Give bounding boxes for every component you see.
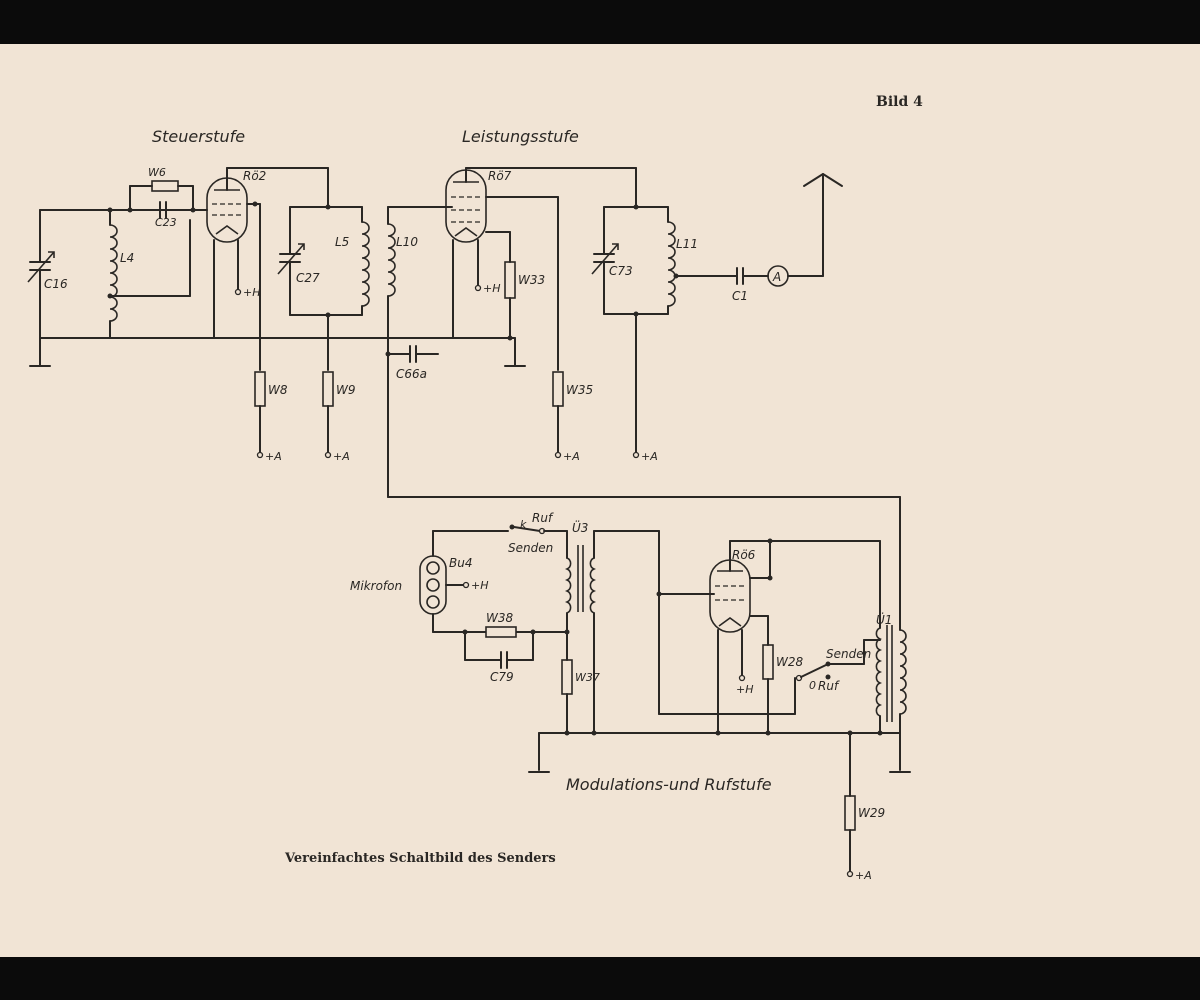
figure-label: Bild 4 [876,94,923,110]
figure-caption: Vereinfachtes Schaltbild des Senders [284,851,556,866]
label-w35: W35 [566,383,593,397]
terminal-heater-ro7: +H [483,282,501,295]
label-w29: W29 [858,806,885,820]
tank-l11-c73: C73 L11 +A [591,204,698,463]
antenna-output: C1 A [673,173,843,303]
label-c1: C1 [732,289,748,303]
label-l4: L4 [120,251,134,265]
page-sheet: Bild 4 Steuerstufe Leistungsstufe Modula… [0,44,1200,957]
label-w28: W28 [776,655,804,669]
label-w6: W6 [148,166,166,179]
resistor-w35: +A W35 [552,371,593,463]
label-ro2: Rö2 [243,169,266,183]
switch-k-mark: k [520,518,527,531]
transformer-u3: Ü3 [565,519,660,734]
label-c79: C79 [490,670,514,684]
label-l11: L11 [676,237,698,251]
terminal-anode-w9: +A [333,450,350,463]
switch-ruf-senden-top: k Ruf Senden [508,511,568,555]
ground-bus-top [29,337,526,367]
label-w9: W9 [336,383,356,397]
resistor-w8: +A W8 [254,371,288,463]
label-c73: C73 [609,264,633,278]
label-w8: W8 [268,383,288,397]
capacitor-c79: C79 [490,651,514,684]
switch-ruf-right-label: Ruf [818,679,840,693]
label-ammeter: A [772,270,781,284]
switch-ruf-label: Ruf [532,511,554,525]
label-w38: W38 [486,611,514,625]
ground-bus-bottom [528,730,901,773]
capacitor-c16: C16 [27,209,111,339]
terminal-heater-mic: +H [471,579,489,592]
label-l10: L10 [396,235,418,249]
label-c66a: C66a [396,367,427,381]
resistor-w33: W33 [504,261,545,341]
label-c16: C16 [44,277,68,291]
tube-ro6: +H Rö6 [656,530,881,734]
resistor-w9: +A W9 [322,371,356,463]
label-w37: W37 [575,671,600,684]
label-ro7: Rö7 [488,169,512,183]
stage-title-control: Steuerstufe [152,127,245,146]
stage-title-modulation: Modulations-und Rufstufe [566,775,772,794]
terminal-heater-ro6: +H [736,683,754,696]
tube-ro2: +H Rö2 [206,167,329,371]
label-l5: L5 [335,235,349,249]
switch-senden-ruf-right: Senden 0 Ruf [794,647,871,715]
capacitor-c23: C23 [155,201,177,229]
switch-senden-right-label: Senden [826,647,871,661]
capacitor-c66a: C66a [387,345,439,381]
switch-zero-mark: 0 [809,679,816,692]
tube-ro7: +H Rö7 [445,167,637,371]
label-microphone: Mikrofon [350,579,402,593]
stage-title-power: Leistungsstufe [462,127,579,146]
terminal-anode-tank: +A [641,450,658,463]
resistor-w38: W38 [462,611,536,661]
transformer-u1: Ü1 [863,611,911,773]
label-u1: Ü1 [876,611,892,627]
resistor-w6: W6 [107,166,208,213]
label-u3: Ü3 [572,519,588,535]
terminal-anode-w29: +A [855,869,872,882]
terminal-anode-w35: +A [563,450,580,463]
resistor-w28: W28 [762,644,804,734]
label-w33: W33 [518,273,545,287]
coil-l4: L4 [107,209,191,339]
resistor-w29: +A W29 [844,732,885,882]
transmitter-schematic: Bild 4 Steuerstufe Leistungsstufe Modula… [27,94,923,882]
label-c23: C23 [155,216,177,229]
terminal-anode-w8: +A [265,450,282,463]
label-ro6: Rö6 [732,548,756,562]
label-c27: C27 [296,271,320,285]
label-bu4: Bu4 [449,556,472,570]
resistor-w37: W37 [561,629,600,734]
switch-senden-label: Senden [508,541,553,555]
terminal-heater-ro2: +H [243,286,261,299]
tank-l5-c27: C27 L5 [277,204,370,371]
